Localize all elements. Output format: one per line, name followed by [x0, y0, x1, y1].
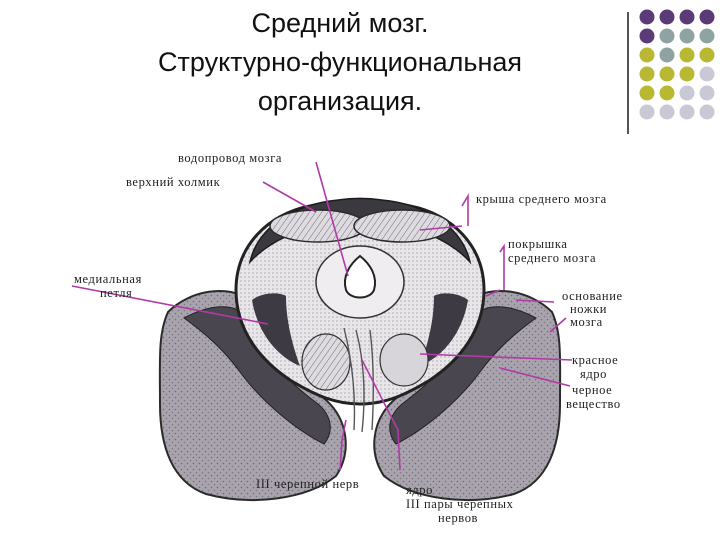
- decor-dot: [699, 47, 715, 63]
- decor-dot: [679, 28, 695, 44]
- decor-dot: [679, 66, 695, 82]
- decor-dot: [699, 9, 715, 25]
- right-red-nucleus: [379, 333, 429, 387]
- label-cn3-nucleus-1: ядро: [406, 483, 433, 497]
- oculomotor-nerve-fibers: [343, 327, 374, 433]
- label-medial-lemniscus-1: медиальная: [74, 272, 142, 286]
- decor-dot: [639, 28, 655, 44]
- decor-dot: [659, 47, 675, 63]
- decor-dot: [639, 47, 655, 63]
- label-cn3-nucleus-2: III пары черепных: [406, 497, 514, 511]
- decor-dot: [699, 28, 715, 44]
- title-line-3: организация.: [257, 86, 423, 116]
- right-medial-lemniscus: [420, 293, 468, 366]
- slide-title: Средний мозг. Структурно-функциональная …: [60, 4, 620, 121]
- decor-dot: [639, 85, 655, 101]
- label-cn3: III черепной нерв: [256, 477, 359, 491]
- decor-vertical-line: [627, 12, 629, 134]
- pointer-lines: [71, 161, 573, 471]
- label-substantia-nigra-1: черное: [572, 383, 612, 397]
- label-medial-lemniscus-2: петля: [100, 286, 132, 300]
- decor-dot: [679, 85, 695, 101]
- label-tegmentum-2: среднего мозга: [508, 251, 596, 265]
- decor-dot: [699, 104, 715, 120]
- label-tegmentum-1: покрышка: [508, 237, 568, 251]
- label-substantia-nigra-2: вещество: [566, 397, 621, 411]
- label-red-nucleus-2: ядро: [580, 367, 607, 381]
- label-basis-3: мозга: [570, 315, 603, 329]
- decor-dot: [639, 66, 655, 82]
- decor-dot: [639, 104, 655, 120]
- left-superior-colliculus: [269, 209, 367, 243]
- decor-dot: [699, 85, 715, 101]
- decor-dot: [699, 66, 715, 82]
- label-tectum: крыша среднего мозга: [476, 192, 607, 206]
- decor-dot: [659, 66, 675, 82]
- cerebral-aqueduct: [344, 254, 376, 299]
- decor-dot: [659, 85, 675, 101]
- left-medial-lemniscus: [252, 293, 300, 366]
- label-aqueduct: водопровод мозга: [178, 151, 282, 165]
- decor-dot: [659, 104, 675, 120]
- decor-dot: [659, 28, 675, 44]
- decor-dot: [679, 104, 695, 120]
- title-line-1: Средний мозг.: [251, 8, 429, 38]
- label-basis-1: основание: [562, 289, 623, 303]
- decor-dot: [679, 47, 695, 63]
- right-superior-colliculus: [353, 209, 451, 243]
- label-basis-2: ножки: [570, 302, 607, 316]
- label-cn3-nucleus-3: нервов: [438, 511, 478, 525]
- decor-dot-grid: [639, 9, 715, 120]
- title-line-2: Структурно-функциональная: [158, 47, 522, 77]
- decor-dot: [679, 9, 695, 25]
- label-superior-colliculus: верхний холмик: [126, 175, 221, 189]
- decor-dot: [639, 9, 655, 25]
- label-red-nucleus-1: красное: [572, 353, 618, 367]
- left-red-nucleus: [301, 333, 351, 391]
- decor-dot: [659, 9, 675, 25]
